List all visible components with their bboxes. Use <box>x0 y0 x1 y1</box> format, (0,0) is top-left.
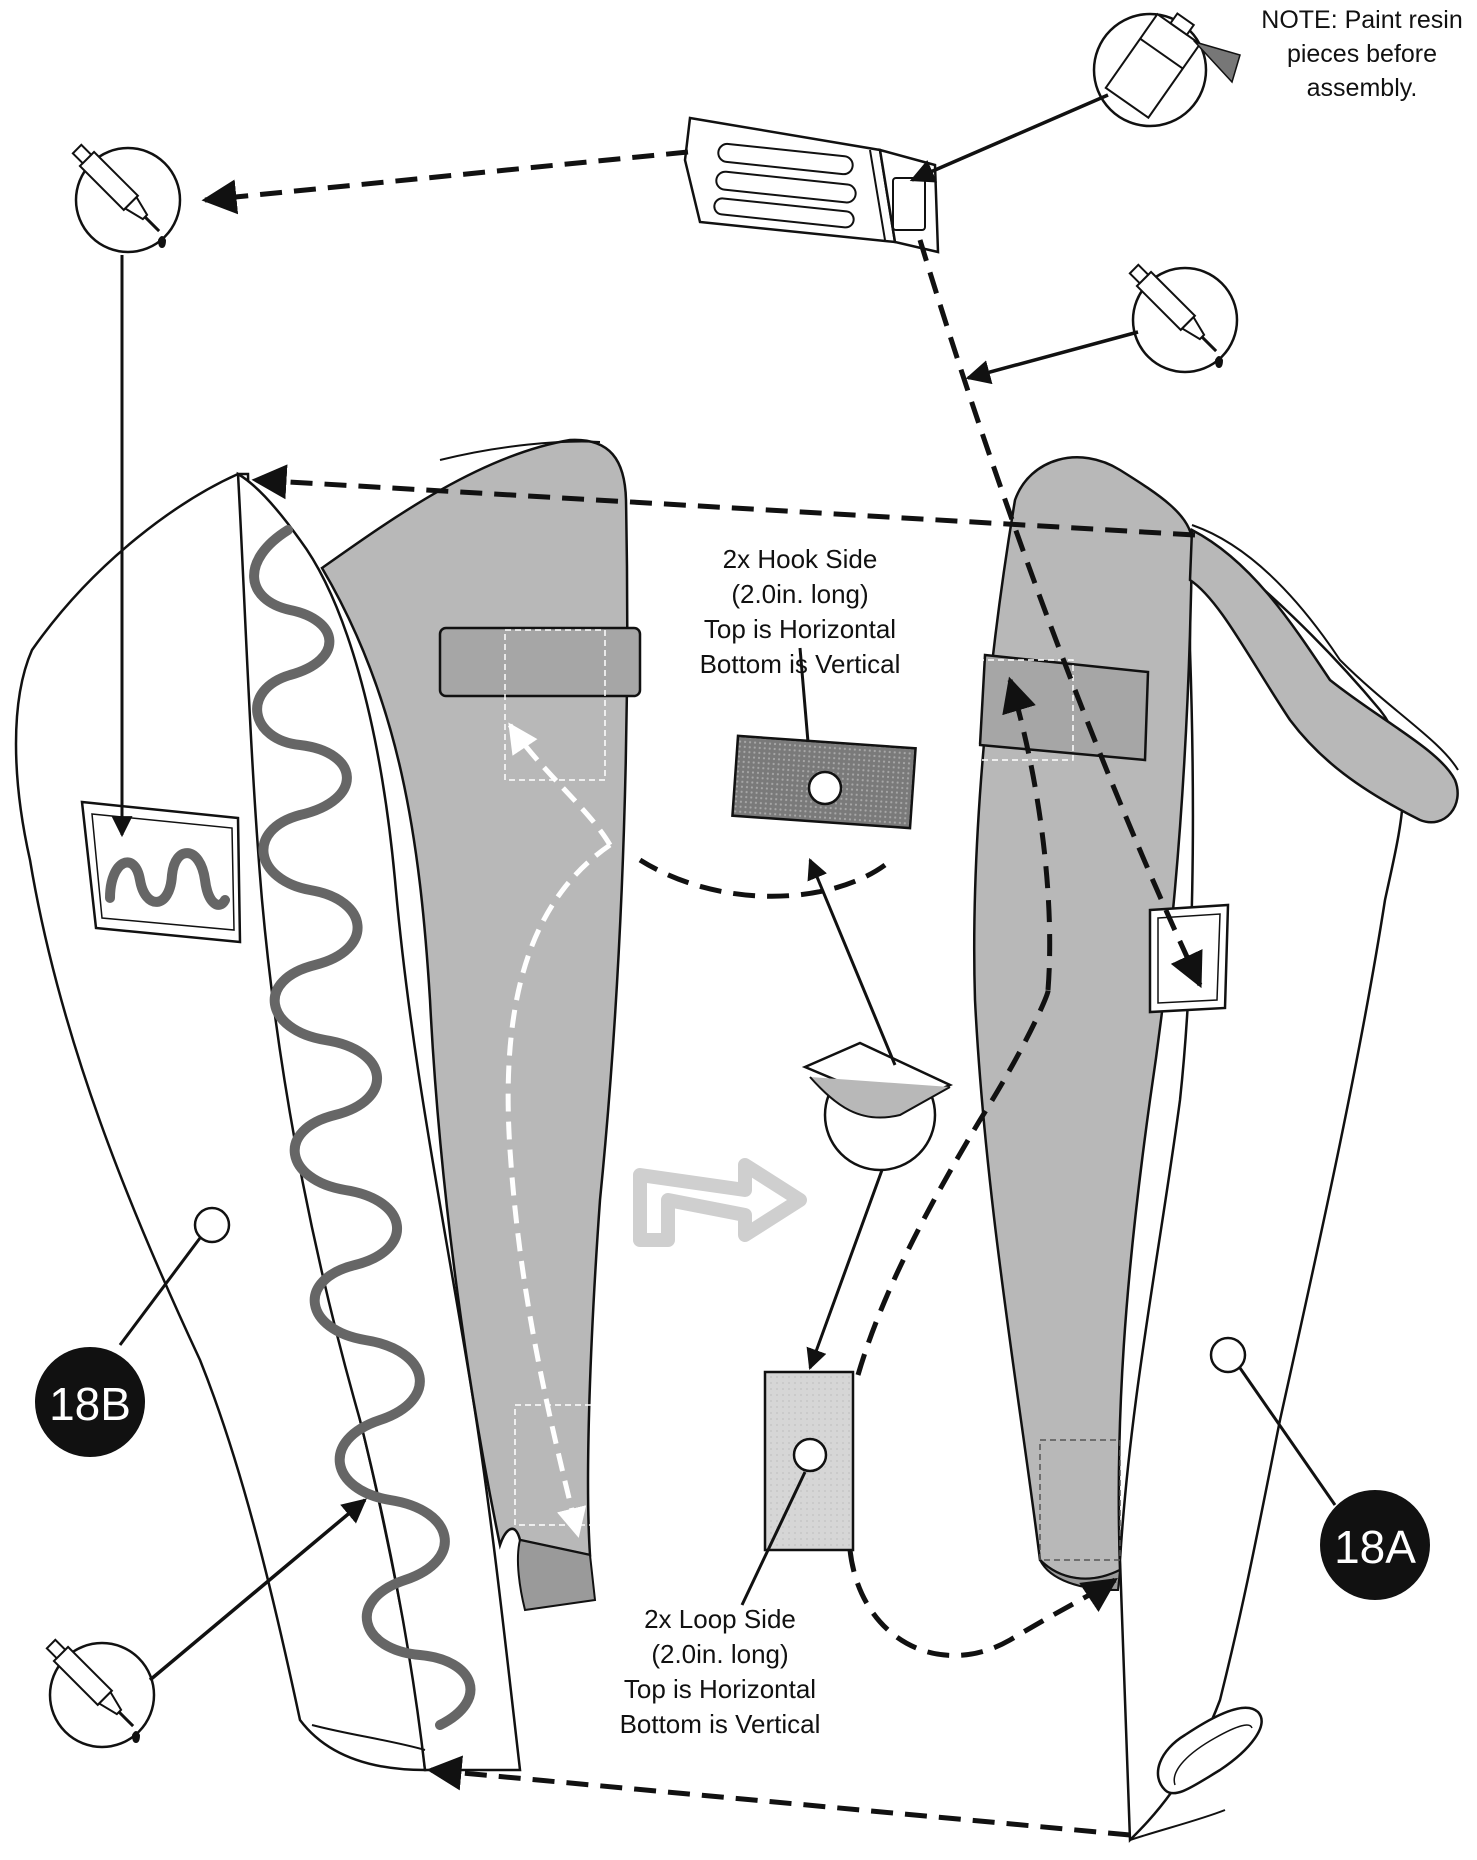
callout-18b-label: 18B <box>49 1378 131 1430</box>
left-side-slot <box>82 802 240 942</box>
hook-label-line-2: (2.0in. long) <box>731 579 868 609</box>
left-piece-marker <box>195 1208 229 1242</box>
adhesive-peel-icon <box>805 1043 950 1170</box>
callout-18a: 18A <box>1320 1490 1430 1600</box>
paint-note: NOTE: Paint resin pieces before assembly… <box>1261 6 1462 102</box>
glue-syringe-icon <box>70 142 180 252</box>
loop-patch-marker <box>794 1439 826 1471</box>
glue-syringe-icon <box>1127 262 1237 372</box>
note-line-1: NOTE: Paint resin <box>1261 6 1462 34</box>
note-line-2: pieces before <box>1287 40 1437 68</box>
left-panel-slot <box>440 628 640 696</box>
hook-label-line-1: 2x Hook Side <box>723 544 878 574</box>
hook-label-line-3: Top is Horizontal <box>704 614 896 644</box>
callout-18a-label: 18A <box>1334 1521 1416 1573</box>
loop-label-line-1: 2x Loop Side <box>644 1604 796 1634</box>
left-armor-piece <box>16 440 640 1770</box>
hook-patch-marker <box>809 772 841 804</box>
callout-18b: 18B <box>35 1347 145 1457</box>
buckle-clip-part <box>685 118 938 252</box>
right-panel-slot <box>980 655 1148 760</box>
right-piece-marker <box>1211 1338 1245 1372</box>
glue-syringe-icon <box>44 1637 154 1747</box>
hook-side-label: 2x Hook Side (2.0in. long) Top is Horizo… <box>700 544 901 679</box>
spray-paint-icon <box>1094 4 1240 126</box>
note-line-3: assembly. <box>1307 74 1418 102</box>
loop-side-label: 2x Loop Side (2.0in. long) Top is Horizo… <box>620 1604 821 1739</box>
right-armor-piece <box>974 457 1458 1840</box>
loop-label-line-4: Bottom is Vertical <box>620 1709 821 1739</box>
loop-label-line-3: Top is Horizontal <box>624 1674 816 1704</box>
outline-arrow-icon <box>640 1165 800 1240</box>
loop-label-line-2: (2.0in. long) <box>651 1639 788 1669</box>
hook-label-line-4: Bottom is Vertical <box>700 649 901 679</box>
